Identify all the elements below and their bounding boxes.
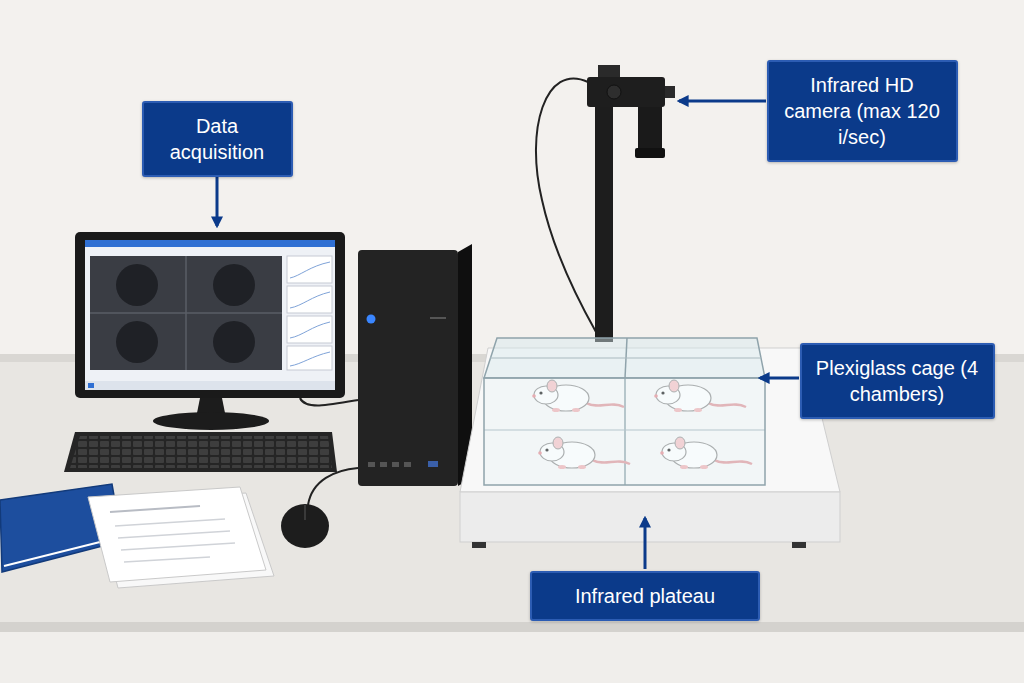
camera-stand-part xyxy=(595,92,613,342)
paper-sheets xyxy=(88,487,274,588)
plexiglass-cage-part xyxy=(490,357,761,358)
camera-stand-part xyxy=(665,86,675,98)
camera-stand-part xyxy=(635,148,665,158)
computer-monitor xyxy=(75,232,345,430)
computer-tower-part xyxy=(367,315,376,324)
callout-box: Plexiglass cage (4 chambers) xyxy=(800,343,995,419)
computer-monitor-part xyxy=(75,232,345,398)
computer-monitor-part xyxy=(290,352,330,366)
plexiglass-cage-part xyxy=(484,338,765,378)
computer-monitor-part xyxy=(290,262,330,278)
computer-mouse xyxy=(281,504,329,548)
callout-arrows-part xyxy=(679,100,766,103)
computer-monitor-part xyxy=(85,240,335,247)
infrared-plateau xyxy=(460,348,840,548)
computer-tower-part xyxy=(368,462,375,467)
callout-label: Infrared plateau xyxy=(544,583,746,609)
computer-monitor-part xyxy=(213,321,255,363)
paper-sheets-part xyxy=(110,506,200,512)
computer-monitor-part xyxy=(290,292,330,308)
computer-mouse-part xyxy=(304,505,306,520)
computer-monitor-part xyxy=(85,381,335,390)
infrared-plateau-part xyxy=(460,492,840,542)
computer-tower-part xyxy=(430,317,446,319)
keyboard xyxy=(64,432,337,472)
callout-arrows-part xyxy=(644,518,647,569)
room-background-part xyxy=(0,622,1024,632)
paper-sheets-part xyxy=(115,519,225,526)
callout-arrows-part xyxy=(760,377,799,380)
cables-part xyxy=(308,468,358,505)
paper-sheets-part xyxy=(88,487,266,582)
infrared-plateau-part xyxy=(792,542,806,548)
callout-label: Infrared HD camera (max 120 i/sec) xyxy=(781,72,944,150)
camera-stand-part xyxy=(598,65,620,77)
computer-monitor-part xyxy=(287,286,332,313)
computer-monitor-part xyxy=(213,264,255,306)
plexiglass-cage-part xyxy=(484,378,765,485)
computer-monitor-part xyxy=(90,312,282,314)
cables-part xyxy=(300,398,358,405)
computer-tower-part xyxy=(392,462,399,467)
paper-sheets-part xyxy=(121,543,235,550)
computer-monitor-part xyxy=(287,316,332,343)
computer-tower-part xyxy=(358,250,458,486)
camera-stand-part xyxy=(587,77,665,107)
computer-tower-part xyxy=(428,461,438,467)
computer-monitor-part xyxy=(85,240,335,390)
callout-box: Infrared HD camera (max 120 i/sec) xyxy=(767,60,958,162)
callout-arrows xyxy=(217,101,799,569)
computer-tower xyxy=(358,244,472,486)
computer-monitor-part xyxy=(88,383,94,388)
camera-stand-part xyxy=(607,85,621,99)
camera-stand-part xyxy=(536,78,596,332)
callout-box: Infrared plateau xyxy=(530,571,760,621)
computer-monitor-part xyxy=(290,322,330,338)
computer-mouse-part xyxy=(281,504,329,548)
computer-monitor-part xyxy=(116,264,158,306)
plexiglass-cage xyxy=(484,338,765,485)
computer-monitor-part xyxy=(287,346,332,370)
computer-monitor-part xyxy=(153,412,269,430)
infrared-plateau-part xyxy=(472,542,486,548)
camera-stand xyxy=(536,65,675,342)
computer-monitor-part xyxy=(90,256,282,370)
callout-label: Data acquisition xyxy=(156,113,279,165)
callout-arrows-part xyxy=(216,176,219,226)
keyboard-part xyxy=(70,436,332,468)
computer-monitor-part xyxy=(287,256,332,283)
computer-monitor-part xyxy=(116,321,158,363)
callout-box: Data acquisition xyxy=(142,101,293,177)
paper-sheets-part xyxy=(124,557,210,562)
camera-stand-part xyxy=(638,107,662,151)
computer-tower-part xyxy=(404,462,411,467)
room-background-part xyxy=(0,632,1024,683)
callout-label: Plexiglass cage (4 chambers) xyxy=(814,355,981,407)
computer-tower-part xyxy=(380,462,387,467)
paper-sheets-part xyxy=(118,531,230,538)
keyboard-part xyxy=(64,432,337,472)
